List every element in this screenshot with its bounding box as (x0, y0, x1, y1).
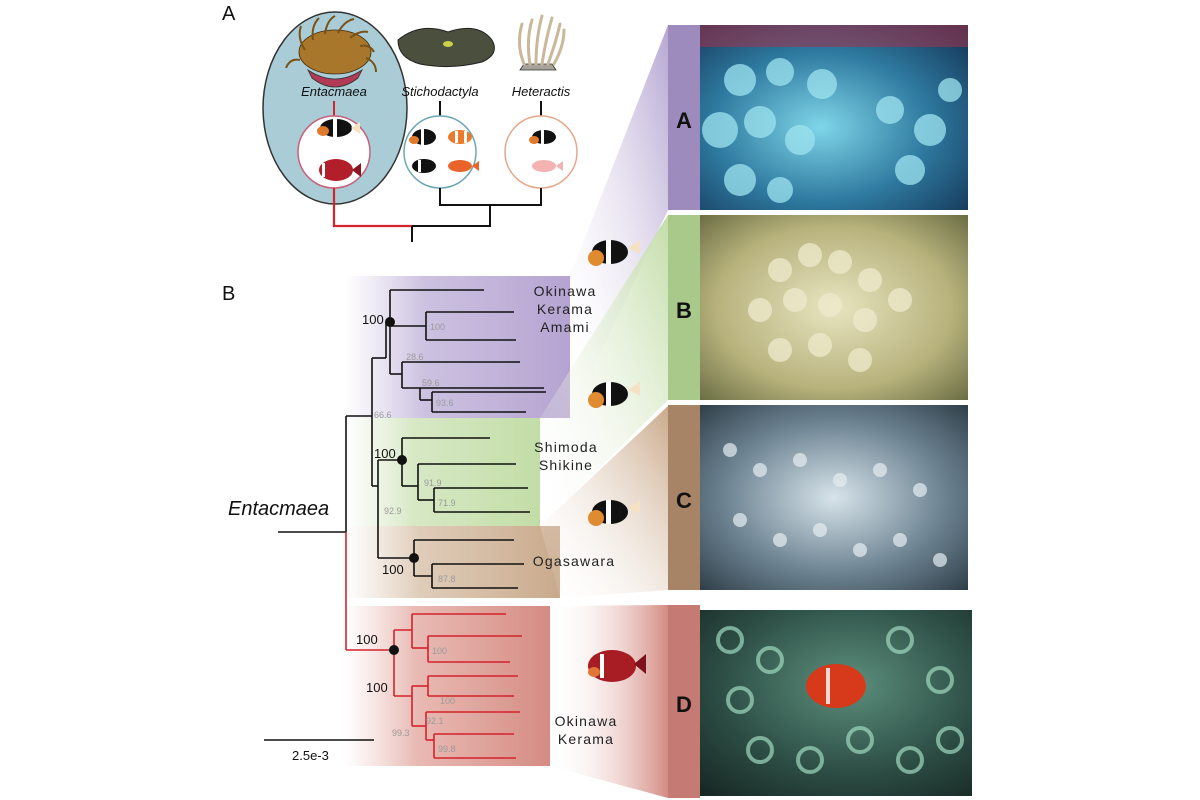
root-label: Entacmaea (228, 498, 329, 520)
red-fish-icon (588, 650, 646, 682)
support-a-286: 28.6 (406, 352, 424, 362)
clade-c-loc-1: Ogasawara (533, 553, 615, 569)
support-b-719: 71.9 (438, 498, 456, 508)
support-d-100b: 100 (440, 696, 455, 706)
genus-entacmaea: Entacmaea (301, 84, 367, 99)
clade-a-fan (570, 25, 668, 418)
clownfish-icon (588, 240, 640, 266)
support-d-node: 100 (356, 632, 378, 647)
genus-stichodactyla: Stichodactyla (401, 84, 478, 99)
clade-a-loc-3: Amami (540, 319, 590, 335)
photo-panels: A B C D (668, 25, 972, 798)
support-b-919: 91.9 (424, 478, 442, 488)
panel-a-letter: A (222, 3, 236, 25)
tree-a-join (412, 205, 491, 227)
support-d-921: 92.1 (426, 716, 444, 726)
clade-b-band (345, 418, 540, 526)
photo-a-strip (668, 25, 700, 210)
red-fish-icon (806, 664, 866, 708)
photo-b-strip (668, 215, 700, 400)
support-bc-929: 92.9 (384, 506, 402, 516)
red-fish-icon (319, 159, 361, 181)
support-b-node: 100 (374, 446, 396, 461)
clade-c-band (345, 526, 560, 598)
clade-a-band (345, 276, 570, 418)
stichodactyla-fish-circle (403, 115, 477, 189)
tree-a-stich-het (439, 188, 542, 206)
bubble-tips (702, 58, 962, 203)
clade-d-fan (550, 605, 668, 798)
photo-c-image (700, 405, 968, 590)
orange-clownfish-icon (448, 130, 472, 144)
clade-a-loc-1: Okinawa (534, 283, 597, 299)
clade-d-band (345, 606, 550, 766)
clownfish-icon (588, 382, 640, 408)
pink-fish-icon (532, 160, 563, 172)
photo-b-letter: B (676, 298, 692, 323)
support-a-node: 100 (362, 312, 384, 327)
support-c-878: 87.8 (438, 574, 456, 584)
panel-b-letter: B (222, 283, 235, 305)
bubble-tips (716, 626, 964, 774)
clade-b-loc-1: Shimoda (534, 439, 598, 455)
bubble-tips (748, 243, 912, 372)
clade-b-loc-2: Shikine (539, 457, 593, 473)
support-d-998: 99.8 (438, 744, 456, 754)
genus-heteractis: Heteractis (512, 84, 571, 99)
heteractis-fish-circle (504, 115, 578, 189)
clownfish-icon (529, 130, 556, 144)
node-dot-c (409, 553, 419, 563)
support-root-666: 66.6 (374, 410, 392, 420)
support-d-left100: 100 (366, 680, 388, 695)
clade-a-loc-2: Kerama (537, 301, 593, 317)
support-c-node: 100 (382, 562, 404, 577)
tree-red-clade (345, 532, 522, 759)
orange-fish-icon (448, 160, 479, 172)
bubble-tips (723, 443, 947, 567)
clade-d-loc-1: Okinawa (555, 713, 618, 729)
tree-black-clades (278, 289, 546, 589)
photo-d-strip (668, 605, 700, 798)
photo-c-letter: C (676, 488, 692, 513)
photo-d-letter: D (676, 692, 692, 717)
node-dot-a (385, 317, 395, 327)
heteractis-anemone-icon (517, 14, 566, 71)
clownfish-icon (409, 129, 436, 145)
tree-a-entacmaea (332, 188, 412, 228)
support-a-596: 59.6 (422, 378, 440, 388)
clownfish-icon (317, 119, 360, 137)
scale-label: 2.5e-3 (292, 748, 329, 763)
entacmaea-anemone-icon (285, 15, 377, 88)
photo-a-letter: A (676, 108, 692, 133)
stichodactyla-anemone-icon (397, 27, 495, 68)
panel-a: A Entacmaea (222, 3, 578, 242)
clade-d-loc-2: Kerama (558, 731, 614, 747)
clownfish-icon (588, 500, 640, 526)
node-dot-b (397, 455, 407, 465)
support-a-936: 93.6 (436, 398, 454, 408)
photo-c-strip (668, 405, 700, 590)
support-a-inner: 100 (430, 322, 445, 332)
clade-b-fan (540, 215, 668, 526)
panel-b: B Okinawa Kerama Amami Shimoda Shikine O… (222, 25, 668, 798)
black-clownfish-icon (412, 159, 436, 173)
support-d-993: 99.3 (392, 728, 410, 738)
node-dot-d (389, 645, 399, 655)
support-d-inner: 100 (432, 646, 447, 656)
